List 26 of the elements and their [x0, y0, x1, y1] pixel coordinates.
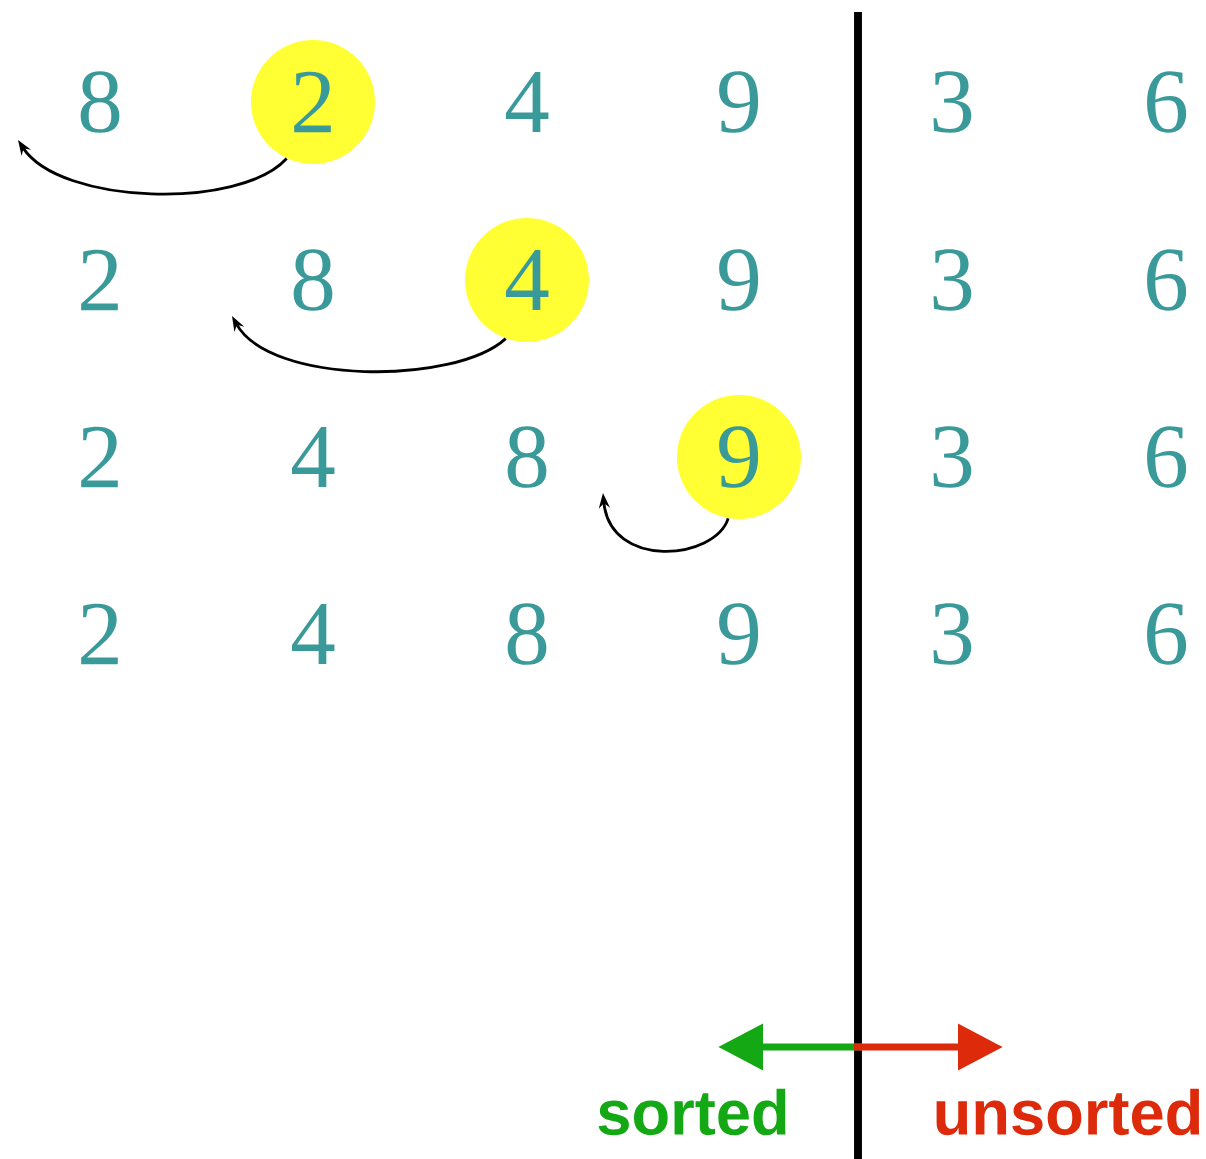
number: 4 [291, 426, 335, 488]
number: 3 [933, 603, 972, 665]
number: 3 [933, 249, 972, 311]
number: 4 [505, 71, 549, 133]
highlighted-number: 4 [465, 218, 589, 342]
number: 8 [507, 603, 547, 665]
number: 2 [81, 249, 118, 311]
number: 8 [293, 249, 333, 311]
number: 4 [291, 603, 335, 665]
number: 9 [719, 71, 759, 133]
highlighted-number: 2 [251, 40, 375, 164]
legend-text: sorted [598, 1088, 786, 1136]
number: 3 [933, 71, 972, 133]
number: 2 [81, 603, 118, 665]
number: 6 [1147, 71, 1187, 133]
legend-text: unsorted [936, 1088, 1200, 1136]
number: 9 [719, 603, 759, 665]
number: 2 [81, 426, 118, 488]
number: 6 [1147, 426, 1187, 488]
number: 9 [719, 249, 759, 311]
number: 6 [1147, 603, 1187, 665]
number: 8 [80, 71, 120, 133]
number: 6 [1147, 249, 1187, 311]
number: 3 [933, 426, 972, 488]
number: 8 [507, 426, 547, 488]
highlighted-number: 9 [677, 395, 801, 519]
